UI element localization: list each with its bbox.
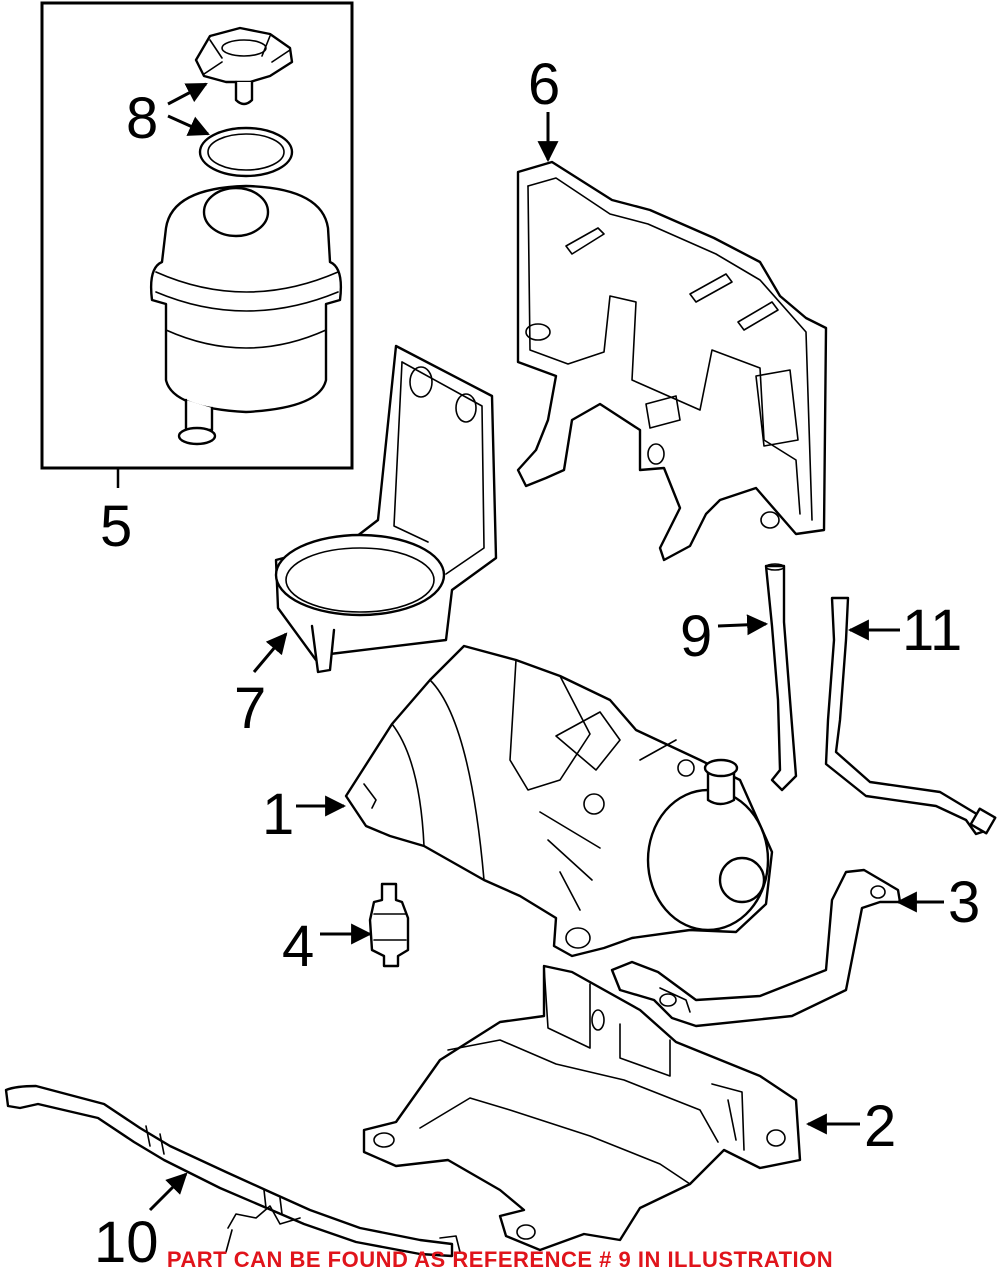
callout-numbers: 8 6 5 7 9 11 1 3 4 2 10 (94, 52, 980, 1275)
callout-9: 9 (680, 604, 712, 669)
callout-10: 10 (94, 1210, 159, 1275)
arrow-10 (148, 1172, 188, 1212)
reservoir-cap (194, 26, 294, 106)
pump-cradle (362, 964, 802, 1252)
mounting-plate (516, 160, 828, 562)
callout-8: 8 (126, 86, 158, 151)
callout-7: 7 (234, 676, 266, 741)
callout-1: 1 (262, 782, 294, 847)
arrow-8a (167, 82, 208, 106)
arrow-8b (167, 114, 210, 136)
pressure-line (824, 596, 997, 836)
reservoir-bracket (274, 344, 498, 674)
arrow-7 (252, 632, 288, 673)
reference-notice: PART CAN BE FOUND AS REFERENCE # 9 IN IL… (166, 1247, 834, 1272)
reservoir-inset (40, 1, 354, 488)
reservoir-o-ring (198, 126, 294, 178)
callout-6: 6 (528, 52, 560, 117)
callout-11: 11 (902, 598, 962, 663)
callout-2: 2 (864, 1094, 896, 1159)
callout-5: 5 (100, 494, 132, 559)
power-steering-pump (344, 644, 774, 958)
callout-3: 3 (948, 870, 980, 935)
reservoir-body (149, 184, 343, 446)
return-hose (764, 563, 798, 792)
hose-assembly (4, 1084, 461, 1258)
leader-arrows (148, 82, 944, 1212)
callout-4: 4 (282, 914, 314, 979)
inline-filter (368, 882, 410, 968)
inset-frame (40, 1, 354, 470)
arrow-9 (717, 614, 769, 636)
